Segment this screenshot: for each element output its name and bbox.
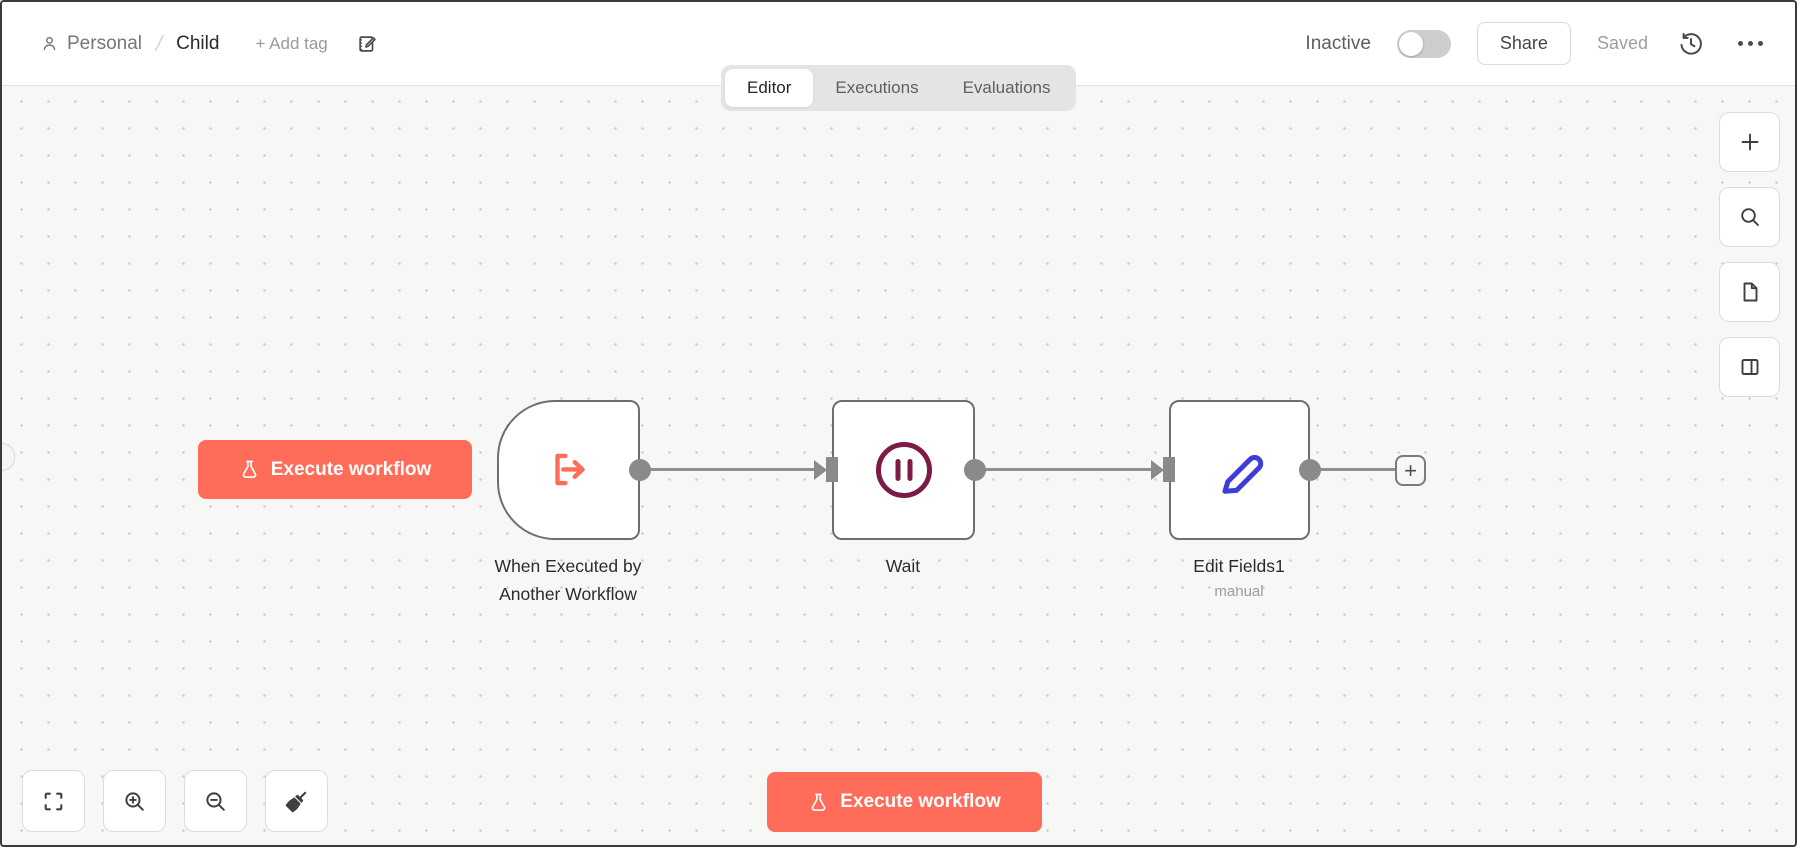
search-icon	[1740, 208, 1759, 226]
input-port-wait	[826, 457, 838, 482]
fit-view-icon	[44, 792, 63, 810]
breadcrumb-project[interactable]: Personal	[40, 33, 142, 55]
node-title-trigger: When Executed by Another Workflow	[494, 556, 642, 604]
pause-circle-icon	[875, 442, 932, 498]
activation-status-label: Inactive	[1305, 32, 1371, 54]
edit-note-icon	[359, 35, 376, 52]
node-edit-fields[interactable]	[1169, 400, 1310, 540]
output-port-edit[interactable]	[1299, 459, 1321, 481]
output-port-trigger[interactable]	[629, 459, 651, 481]
tab-evaluations[interactable]: Evaluations	[941, 69, 1073, 107]
node-title-edit-fields: Edit Fields1 manual	[1139, 552, 1339, 604]
fit-view-button[interactable]	[22, 770, 85, 832]
flask-icon	[811, 793, 826, 811]
share-button[interactable]: Share	[1476, 22, 1571, 65]
zoom-out-icon	[206, 791, 225, 811]
history-button[interactable]	[1674, 27, 1708, 61]
save-status: Saved	[1596, 33, 1648, 53]
add-tag-button[interactable]: + Add tag	[255, 33, 328, 53]
execute-workflow-label: Execute workflow	[840, 791, 1001, 812]
execute-workflow-label: Execute workflow	[270, 458, 432, 480]
sticky-note-button[interactable]	[1719, 262, 1780, 322]
user-icon	[43, 36, 56, 51]
pencil-icon	[1221, 455, 1263, 494]
toggle-knob	[1398, 31, 1423, 56]
connection-wait-to-edit	[975, 468, 1155, 471]
tab-executions[interactable]: Executions	[813, 69, 940, 107]
add-node-inline-button[interactable]: +	[1395, 455, 1426, 486]
add-node-button[interactable]	[1719, 112, 1780, 172]
workflow-name[interactable]: Child	[176, 32, 220, 54]
connection-trigger-to-wait	[640, 468, 818, 471]
split-panel-button[interactable]	[1719, 337, 1780, 397]
node-subtitle: manual	[1214, 583, 1264, 600]
ellipsis-icon	[1738, 41, 1763, 46]
zoom-out-button[interactable]	[184, 770, 247, 832]
workflow-exit-arrow-icon	[554, 453, 585, 486]
zoom-in-button[interactable]	[103, 770, 166, 832]
flask-icon	[242, 460, 257, 478]
connection-edit-to-add	[1310, 468, 1398, 471]
search-button[interactable]	[1719, 187, 1780, 247]
tidy-up-button[interactable]	[265, 770, 328, 832]
node-wait[interactable]	[832, 400, 975, 540]
history-icon	[1680, 32, 1702, 55]
breadcrumb-separator: /	[153, 30, 165, 56]
execute-workflow-button-trigger[interactable]: Execute workflow	[198, 440, 472, 499]
more-options-button[interactable]	[1734, 37, 1767, 50]
input-arrow-wait	[814, 460, 827, 480]
input-port-edit	[1163, 457, 1175, 482]
split-panel-icon	[1741, 359, 1758, 375]
canvas-zoom-toolbar	[22, 770, 328, 832]
view-tabs: Editor Executions Evaluations	[721, 65, 1077, 111]
node-execute-workflow-trigger[interactable]	[497, 400, 640, 540]
input-arrow-edit	[1151, 460, 1164, 480]
edit-note-button[interactable]	[356, 33, 378, 55]
activation-toggle[interactable]	[1396, 29, 1451, 58]
canvas-right-toolbar	[1719, 112, 1780, 397]
breadcrumb-project-label: Personal	[67, 32, 142, 54]
output-port-wait[interactable]	[964, 459, 986, 481]
zoom-in-icon	[125, 791, 144, 811]
workflow-canvas[interactable]: Execute workflow	[2, 86, 1795, 845]
add-node-icon	[1741, 133, 1758, 151]
tab-editor[interactable]: Editor	[725, 69, 814, 107]
node-title-text: Edit Fields1	[1193, 556, 1285, 576]
left-panel-handle[interactable]	[2, 443, 15, 471]
sticky-note-icon	[1743, 282, 1757, 302]
tidy-up-icon	[285, 791, 307, 813]
node-title-wait: Wait	[885, 556, 921, 576]
execute-workflow-button-bottom[interactable]: Execute workflow	[767, 772, 1042, 832]
